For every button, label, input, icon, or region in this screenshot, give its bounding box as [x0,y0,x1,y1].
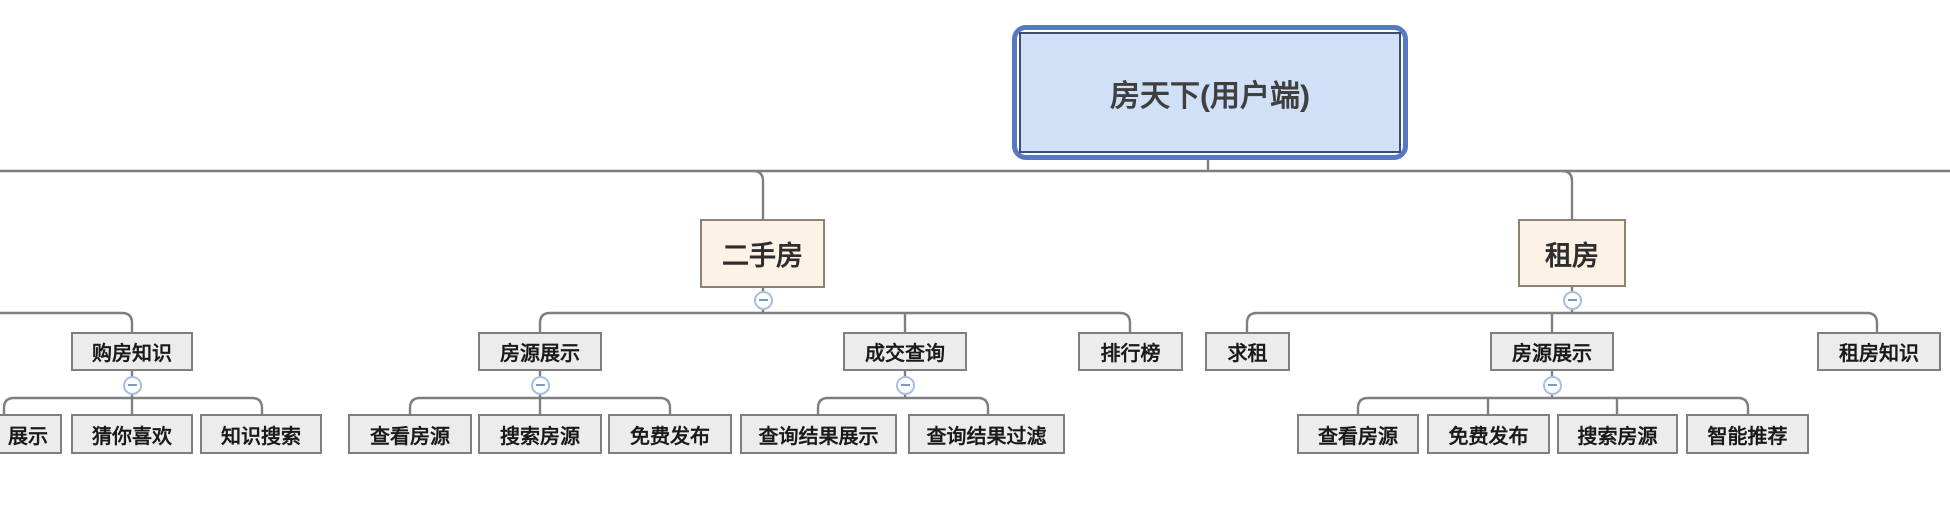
topic-label: 查询结果过滤 [926,425,1047,448]
topic-node-chengjiao-chaxun[interactable]: 成交查询 [843,332,967,371]
topic-label: 租房知识 [1839,343,1919,365]
topic-node-mianfei-fabu-esf[interactable]: 免费发布 [608,414,732,454]
topic-node-zhishi-sousuo[interactable]: 知识搜索 [200,414,322,454]
topic-node-sousuo-fangyuan-esf[interactable]: 搜索房源 [478,414,602,454]
topic-node-ershoufang[interactable]: 二手房 [700,219,825,288]
topic-label: 智能推荐 [1707,425,1788,448]
topic-node-fangyuan-zhanshi-zf[interactable]: 房源展示 [1490,332,1614,371]
topic-label: 成交查询 [865,343,945,365]
minus-glyph [1547,384,1557,386]
topic-label: 知识搜索 [221,425,301,448]
topic-node-root[interactable]: 房天下(用户端) [1012,25,1408,160]
topic-label: 房源展示 [1512,343,1592,365]
topic-node-zhineng-tuijian[interactable]: 智能推荐 [1686,414,1809,454]
minus-glyph [535,384,545,386]
topic-node-paihangbang[interactable]: 排行榜 [1078,332,1183,371]
topic-label: 查看房源 [1318,425,1398,448]
collapse-minus-icon-zufang[interactable] [1562,290,1582,310]
minus-glyph [127,384,137,386]
topic-node-zufang-zhishi[interactable]: 租房知识 [1817,332,1941,371]
connector-zufang-children-rail [1245,311,1879,332]
connector-elbow-ershoufang [752,169,765,219]
root-topic-box: 房天下(用户端) [1019,32,1401,153]
topic-label: 猜你喜欢 [92,425,172,448]
topic-node-fangyuan-zhanshi-esf[interactable]: 房源展示 [478,332,602,371]
connector-goufangzhishi-parent-rail [0,311,134,332]
collapse-minus-icon-fangyuan-zhanshi-esf[interactable] [530,375,550,395]
minus-glyph [758,299,768,301]
topic-node-chaxun-jieguo-zhanshi[interactable]: 查询结果展示 [740,414,897,454]
connector-elbow-zufang [1561,169,1574,219]
topic-node-zufang[interactable]: 租房 [1518,219,1626,287]
topic-label: 房天下(用户端) [1110,79,1310,113]
topic-label: 购房知识 [92,343,172,365]
minus-glyph [900,384,910,386]
topic-label: 查看房源 [370,425,450,448]
topic-label: 房源展示 [500,343,580,365]
topic-node-goufang-zhishi[interactable]: 购房知识 [71,332,193,371]
topic-label: 搜索房源 [500,425,580,448]
topic-node-zhanshi-clipped[interactable]: 展示 [0,414,62,454]
topic-label: 展示 [8,425,48,448]
topic-label: 搜索房源 [1577,425,1658,448]
collapse-minus-icon-ershoufang[interactable] [753,290,773,310]
topic-label: 求租 [1227,343,1268,365]
topic-label: 查询结果展示 [758,425,879,448]
topic-label: 二手房 [722,241,803,271]
topic-label: 租房 [1545,240,1599,271]
minus-glyph [1567,299,1577,301]
topic-node-cainixihuan[interactable]: 猜你喜欢 [71,414,193,454]
collapse-minus-icon-goufang-zhishi[interactable] [122,375,142,395]
connector-ershoufang-children-rail [538,311,1132,332]
topic-node-qiuzu[interactable]: 求租 [1205,332,1290,371]
connector-chengjiao-children-rail [816,396,990,414]
topic-label: 免费发布 [630,425,710,448]
topic-node-mianfei-fabu-zf[interactable]: 免费发布 [1427,414,1550,454]
topic-label: 排行榜 [1100,343,1161,365]
topic-node-chakan-fangyuan-zf[interactable]: 查看房源 [1297,414,1419,454]
topic-node-chaxun-jieguo-guolv[interactable]: 查询结果过滤 [908,414,1065,454]
topic-node-chakan-fangyuan-esf[interactable]: 查看房源 [348,414,472,454]
topic-label: 免费发布 [1448,425,1529,448]
collapse-minus-icon-fangyuan-zhanshi-zf[interactable] [1542,375,1562,395]
collapse-minus-icon-chengjiao-chaxun[interactable] [895,375,915,395]
connector-fangyuanzhanshi-zf-children-rail [1356,396,1750,414]
topic-node-sousuo-fangyuan-zf[interactable]: 搜索房源 [1557,414,1678,454]
